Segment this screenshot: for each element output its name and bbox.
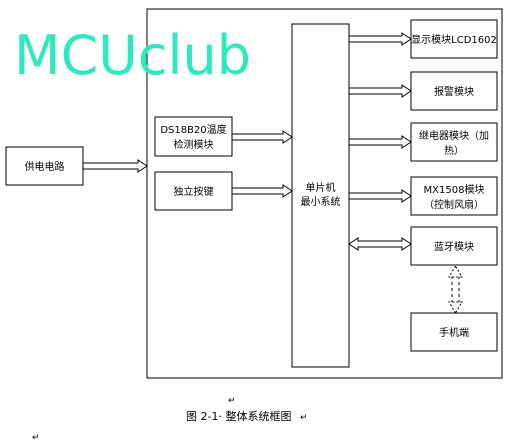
mcuclub-watermark: MCUclub: [14, 24, 251, 87]
power-supply-label: 供电电路: [25, 160, 65, 173]
mcu-to-relay-arrow: [348, 135, 412, 149]
fan-driver-label-line2: （控制风扇）: [424, 198, 484, 211]
button-label: 独立按键: [174, 185, 214, 198]
power-supply-block: [5, 146, 84, 186]
mcu-label-line1: 单片机: [306, 181, 336, 194]
fan-driver-label-line1: MX1508模块: [424, 184, 485, 196]
mcu-block: [291, 23, 350, 368]
relay-module-label-line1: 继电器模块（加: [419, 129, 489, 142]
temperature-sensor-block: [154, 116, 233, 157]
paragraph-mark-above-caption: ↵: [228, 396, 236, 406]
bluetooth-phone-wireless-link: [448, 265, 463, 314]
paragraph-mark-bottom: ↵: [32, 433, 40, 443]
mcu-to-fan-driver-arrow: [348, 189, 412, 203]
bluetooth-module-label: 蓝牙模块: [434, 241, 474, 253]
phone-label: 手机端: [439, 326, 469, 339]
figure-caption: 图 2-1· 整体系统框图: [186, 409, 291, 423]
lcd-module-label: 显示模块LCD1602: [411, 34, 497, 46]
relay-module-label-line2: 热）: [444, 144, 464, 157]
phone-block: [410, 312, 498, 352]
temperature-sensor-label-line1: DS18B20温度: [160, 123, 226, 136]
alarm-module-label: 报警模块: [434, 85, 474, 98]
mcu-to-lcd-arrow: [348, 32, 412, 46]
mcu-label-line2: 最小系统: [301, 195, 341, 208]
mcu-to-alarm-arrow: [348, 84, 412, 98]
bluetooth-module-block: [410, 226, 498, 266]
power-to-system-arrow: [82, 159, 148, 173]
paragraph-mark-after-caption: ↵: [300, 413, 308, 423]
system-outer-frame: [146, 8, 503, 379]
sensor-to-mcu-arrow: [231, 130, 293, 144]
mcu-bluetooth-bidirectional-arrow: [348, 237, 412, 251]
temperature-sensor-label-line2: 检测模块: [174, 138, 214, 151]
button-to-mcu-arrow: [231, 184, 293, 198]
